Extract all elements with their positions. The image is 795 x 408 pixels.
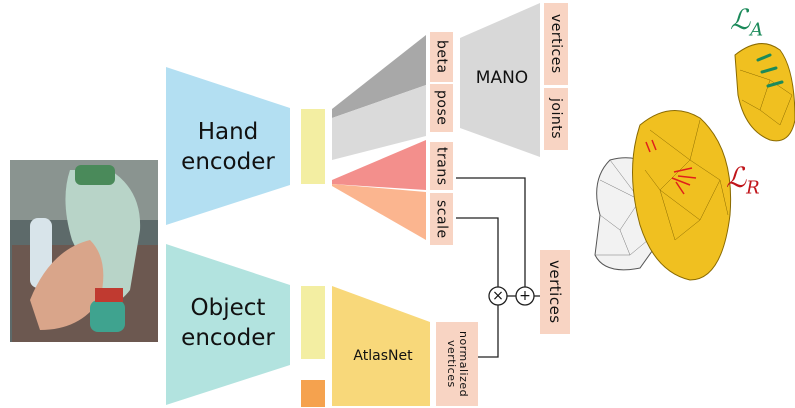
normalized-line <box>478 305 499 358</box>
multiply-node <box>488 286 508 306</box>
output-vertices-label-box: vertices <box>540 250 570 334</box>
hand-object-mesh <box>594 43 795 281</box>
loss-r-symbol: ℒ <box>726 161 747 194</box>
loss-r-subscript: R <box>746 177 760 199</box>
beta-box <box>430 32 453 82</box>
mano-label: MANO <box>475 68 529 88</box>
loss-a-subscript: A <box>750 19 764 41</box>
object-feature-vector <box>301 286 325 359</box>
object-encoder-line1: Object <box>190 295 266 321</box>
hand-encoder-line1: Hand <box>197 119 259 145</box>
scale-line <box>456 217 499 287</box>
pose-fan <box>332 85 426 160</box>
scale-fan <box>332 184 426 240</box>
mano-joints-box <box>544 88 568 150</box>
pose-label: pose <box>433 90 450 126</box>
mano-vertices-box <box>544 3 568 85</box>
trans-fan <box>332 140 426 190</box>
mano-joints-label: joints <box>548 98 564 140</box>
atlasnet-label: AtlasNet <box>353 348 413 364</box>
add-node <box>515 286 535 306</box>
mano-joints-label-box: joints <box>544 88 568 150</box>
scale-box <box>430 193 453 245</box>
atlasnet-block <box>332 286 430 406</box>
scale-label-box: scale <box>430 193 453 245</box>
object-extra-feature <box>301 380 325 407</box>
connector-lines <box>456 177 540 358</box>
mano-vertices-label-box: vertices <box>544 3 568 85</box>
object-encoder-label: Object encoder <box>178 293 278 353</box>
object-encoder-line2: encoder <box>181 325 275 351</box>
beta-label-box: beta <box>430 32 453 82</box>
input-photo <box>10 160 158 342</box>
beta-fan <box>332 35 426 118</box>
hand-encoder-line2: encoder <box>181 149 275 175</box>
loss-a-symbol: ℒ <box>730 3 751 36</box>
trans-line <box>456 177 526 287</box>
multiply-symbol: × <box>492 288 504 304</box>
hand-encoder-shape <box>166 67 290 225</box>
object-encoder-shape <box>166 244 290 405</box>
normalized-line1: normalized <box>457 330 470 398</box>
plus-symbol: + <box>519 288 531 304</box>
hand-feature-vector <box>301 109 325 184</box>
mano-block <box>460 3 540 157</box>
repulsion-markers <box>645 139 697 195</box>
trans-box <box>430 142 453 190</box>
mano-vertices-label: vertices <box>548 14 564 74</box>
loss-r-label: ℒR <box>726 162 760 205</box>
beta-label: beta <box>433 40 450 74</box>
attraction-markers <box>756 53 784 88</box>
output-vertices-box <box>540 250 570 334</box>
trans-label-box: trans <box>430 142 453 190</box>
trans-label: trans <box>433 146 450 186</box>
output-vertices-label: vertices <box>546 260 564 324</box>
pose-box <box>430 84 453 132</box>
hand-encoder-label: Hand encoder <box>178 117 278 177</box>
scale-label: scale <box>433 199 450 239</box>
normalized-line2: vertices <box>445 340 458 388</box>
loss-a-label: ℒA <box>730 4 763 47</box>
normalized-vertices-box <box>436 322 478 406</box>
pose-label-box: pose <box>430 84 453 132</box>
